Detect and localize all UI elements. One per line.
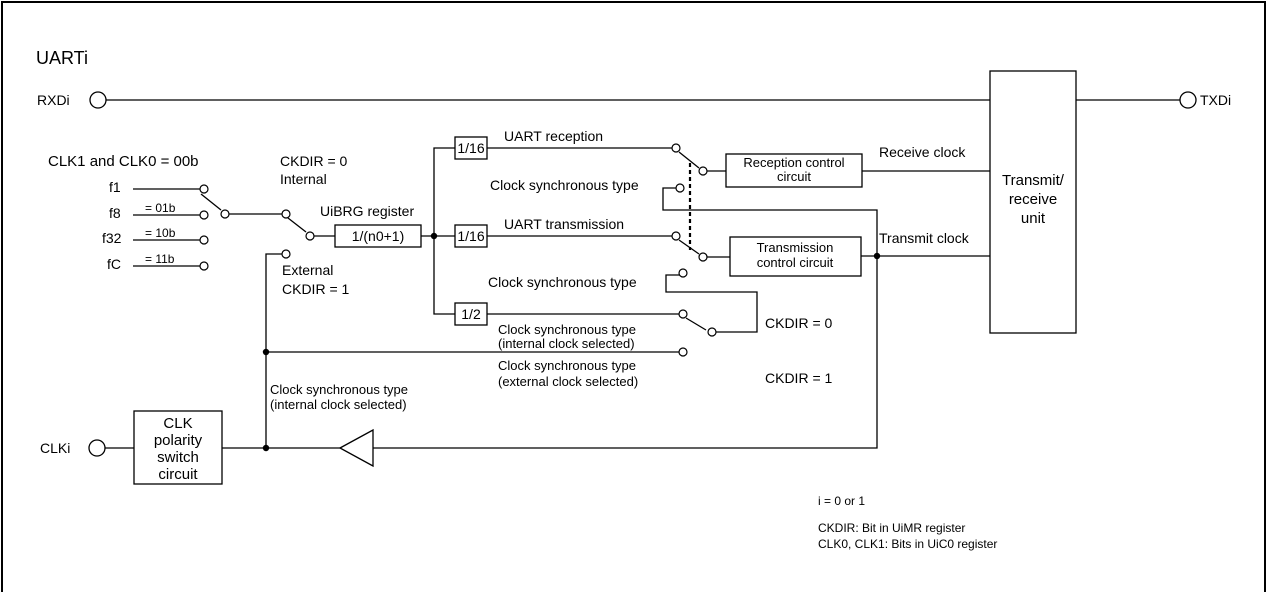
uart-transmission-label: UART transmission bbox=[504, 216, 624, 232]
tx-switch-uart-contact bbox=[671, 231, 681, 241]
ckdir-internal-line2: Internal bbox=[280, 171, 327, 187]
transmit-clock-label: Transmit clock bbox=[879, 230, 970, 246]
note-clk-bits: CLK0, CLK1: Bits in UiC0 register bbox=[818, 537, 997, 551]
source-select-common bbox=[220, 209, 230, 219]
source-fc-label: fC bbox=[107, 256, 121, 272]
clk-select-header: CLK1 and CLK0 = 00b bbox=[48, 153, 199, 170]
ckdir-zero-right: CKDIR = 0 bbox=[765, 315, 833, 331]
code-10b: = 10b bbox=[145, 226, 176, 240]
brg-divider-text: 1/(n0+1) bbox=[352, 228, 405, 244]
div16-rx-text: 1/16 bbox=[457, 140, 484, 156]
tx-switch-common bbox=[698, 252, 708, 262]
clock-sync-internal-bottom-line2: (internal clock selected) bbox=[270, 397, 407, 412]
switch-contact-f1 bbox=[199, 184, 209, 194]
polarity-out-junction bbox=[262, 444, 270, 452]
switch-contact-f8 bbox=[199, 210, 209, 220]
ckdir-common bbox=[305, 231, 315, 241]
code-01b: = 01b bbox=[145, 201, 176, 215]
receive-clock-label: Receive clock bbox=[879, 144, 966, 160]
source-f1-label: f1 bbox=[109, 179, 121, 195]
clk-polarity-switch-block bbox=[133, 410, 223, 485]
source-select-switch-arm bbox=[200, 193, 222, 211]
trx-unit-line2: receive bbox=[1009, 191, 1057, 208]
source-f8-label: f8 bbox=[109, 205, 121, 221]
clk-polarity-line2: polarity bbox=[154, 432, 203, 449]
clki-terminal bbox=[88, 439, 106, 457]
trx-unit-line3: unit bbox=[1021, 210, 1046, 227]
note-i-range: i = 0 or 1 bbox=[818, 494, 865, 508]
external-clock-junction bbox=[262, 348, 270, 356]
reception-control-line1: Reception control bbox=[743, 155, 844, 170]
reception-control-line2: circuit bbox=[777, 169, 811, 184]
rxd-terminal bbox=[89, 91, 107, 109]
sync-clock-feedback-wire bbox=[662, 187, 878, 256]
clki-label: CLKi bbox=[40, 440, 70, 456]
clock-sync-type-2: Clock synchronous type bbox=[488, 274, 637, 290]
brg-register-label: UiBRG register bbox=[320, 203, 414, 219]
div2-switch-arm bbox=[685, 317, 707, 331]
ckdir-external-line2: CKDIR = 1 bbox=[282, 281, 350, 297]
clk-polarity-line4: circuit bbox=[158, 466, 198, 483]
clock-sync-internal-line1: Clock synchronous type bbox=[498, 322, 636, 337]
clock-sync-external-line1: Clock synchronous type bbox=[498, 358, 636, 373]
code-11b: = 11b bbox=[145, 252, 175, 266]
clk-polarity-line3: switch bbox=[157, 449, 199, 466]
ckdir-external-line1: External bbox=[282, 262, 333, 278]
div2-switch-common bbox=[707, 327, 717, 337]
ckdir-external-contact bbox=[281, 249, 291, 259]
ckdir-internal-contact bbox=[281, 209, 291, 219]
brg-distribution-wire bbox=[433, 147, 455, 315]
txd-terminal bbox=[1179, 91, 1197, 109]
switch-contact-fc bbox=[199, 261, 209, 271]
rx-switch-sync-contact bbox=[675, 183, 685, 193]
rxd-label: RXDi bbox=[37, 92, 70, 108]
div2-switch-contact bbox=[678, 309, 688, 319]
uart-reception-label: UART reception bbox=[504, 128, 603, 144]
div2-switch-ckdir-contact bbox=[678, 268, 688, 278]
source-f32-label: f32 bbox=[102, 230, 122, 246]
rx-switch-uart-contact bbox=[671, 143, 681, 153]
external-clock-vertical-wire bbox=[265, 253, 282, 448]
diagram-title: UARTi bbox=[36, 48, 88, 68]
clock-sync-internal-bottom-line1: Clock synchronous type bbox=[270, 382, 408, 397]
transmission-control-line2: control circuit bbox=[757, 255, 834, 270]
ckdir-one-right: CKDIR = 1 bbox=[765, 370, 833, 386]
clock-output-buffer bbox=[338, 428, 374, 468]
tx-switch-arm bbox=[678, 239, 700, 255]
div2-text: 1/2 bbox=[461, 306, 481, 322]
ckdir-switch-arm bbox=[287, 217, 307, 233]
transmit-receive-unit bbox=[989, 70, 1077, 334]
transmission-control-line1: Transmission bbox=[757, 240, 834, 255]
div16-tx-text: 1/16 bbox=[457, 228, 484, 244]
clock-sync-type-1: Clock synchronous type bbox=[490, 177, 639, 193]
note-ckdir: CKDIR: Bit in UiMR register bbox=[818, 521, 965, 535]
clock-sync-internal-line2: (internal clock selected) bbox=[498, 336, 635, 351]
external-clock-contact bbox=[678, 347, 688, 357]
txd-label: TXDi bbox=[1200, 92, 1231, 108]
rx-switch-common bbox=[698, 166, 708, 176]
transmit-clock-return-wire bbox=[373, 256, 878, 449]
trx-unit-line1: Transmit/ bbox=[1002, 172, 1065, 189]
ckdir-internal-line1: CKDIR = 0 bbox=[280, 153, 348, 169]
ckdir0-wire bbox=[665, 274, 758, 333]
clock-sync-external-line2: (external clock selected) bbox=[498, 374, 638, 389]
switch-contact-f32 bbox=[199, 235, 209, 245]
rx-switch-arm bbox=[678, 151, 700, 169]
clk-polarity-line1: CLK bbox=[163, 415, 192, 432]
